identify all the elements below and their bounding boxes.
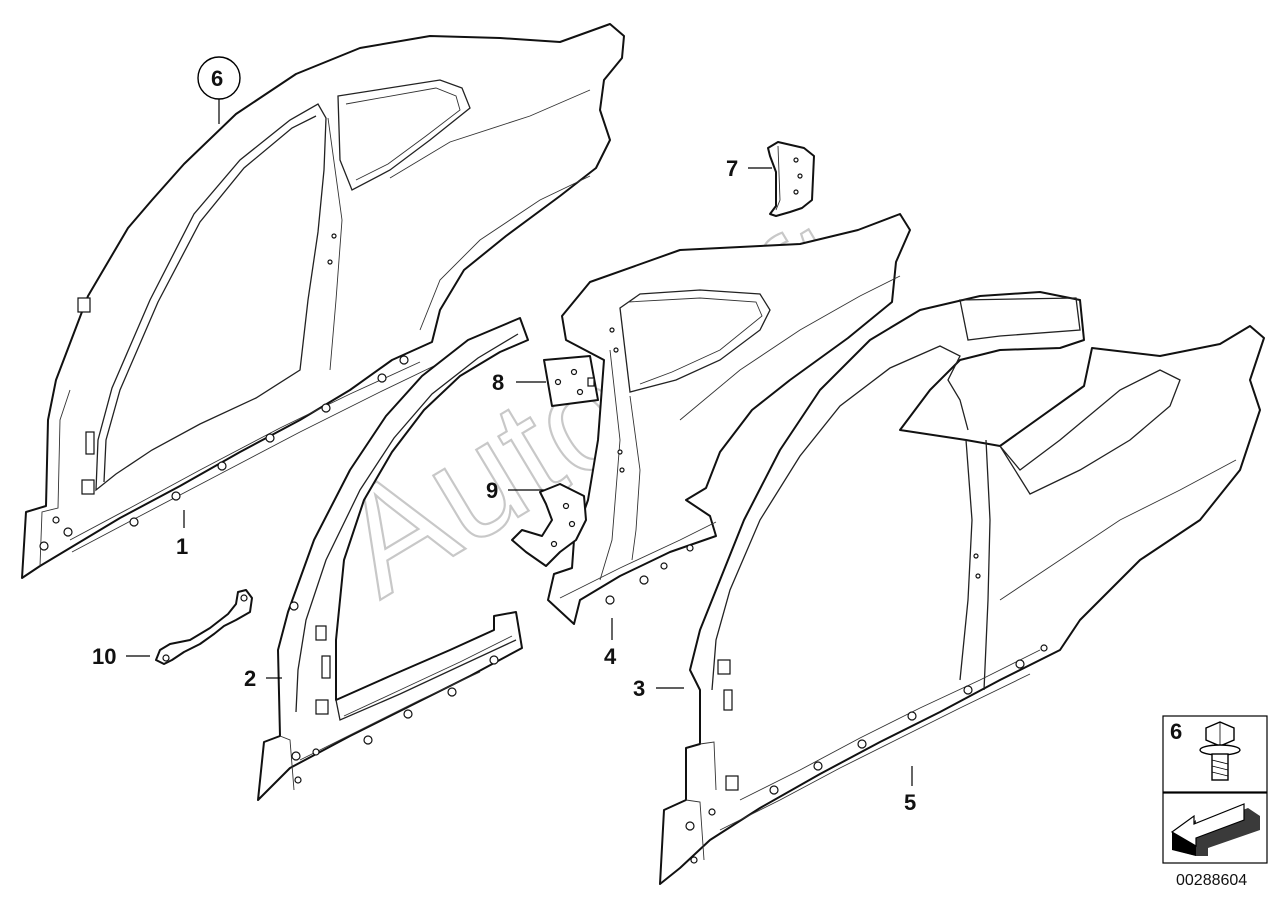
callout-1: 1 (176, 510, 188, 559)
bracket-part-7[interactable] (767, 141, 815, 217)
svg-text:6: 6 (1170, 719, 1182, 744)
document-number: 00288604 (1176, 872, 1247, 889)
callout-2: 2 (244, 666, 282, 691)
svg-text:10: 10 (92, 644, 116, 669)
svg-text:6: 6 (211, 66, 223, 91)
callout-8: 8 (492, 370, 546, 395)
svg-text:5: 5 (904, 790, 916, 815)
side-frame-part-2[interactable] (257, 317, 529, 801)
svg-text:8: 8 (492, 370, 504, 395)
svg-text:4: 4 (604, 644, 617, 669)
rear-quarter-part-4[interactable] (547, 213, 911, 625)
side-frame-part-1[interactable] (21, 23, 625, 579)
svg-text:2: 2 (244, 666, 256, 691)
callout-10: 10 (92, 644, 150, 669)
svg-text:9: 9 (486, 478, 498, 503)
svg-text:3: 3 (633, 676, 645, 701)
flange-bolt-icon (1199, 721, 1241, 781)
callout-3: 3 (633, 676, 684, 701)
back-nav-button[interactable] (1162, 792, 1268, 864)
callout-9: 9 (486, 478, 544, 503)
arrow-back-icon (1170, 803, 1260, 856)
strap-part-10[interactable] (155, 589, 253, 665)
side-frame-part-5[interactable] (659, 291, 1265, 885)
svg-text:7: 7 (726, 156, 738, 181)
callout-7: 7 (726, 156, 772, 181)
legend-box: 6 (1162, 715, 1268, 793)
svg-text:1: 1 (176, 534, 188, 559)
reinforcement-part-9[interactable] (511, 483, 587, 567)
callout-5: 5 (904, 766, 916, 815)
plate-part-8[interactable] (543, 355, 599, 407)
callout-4: 4 (604, 618, 617, 669)
callout-6-circled: 6 (197, 56, 241, 124)
